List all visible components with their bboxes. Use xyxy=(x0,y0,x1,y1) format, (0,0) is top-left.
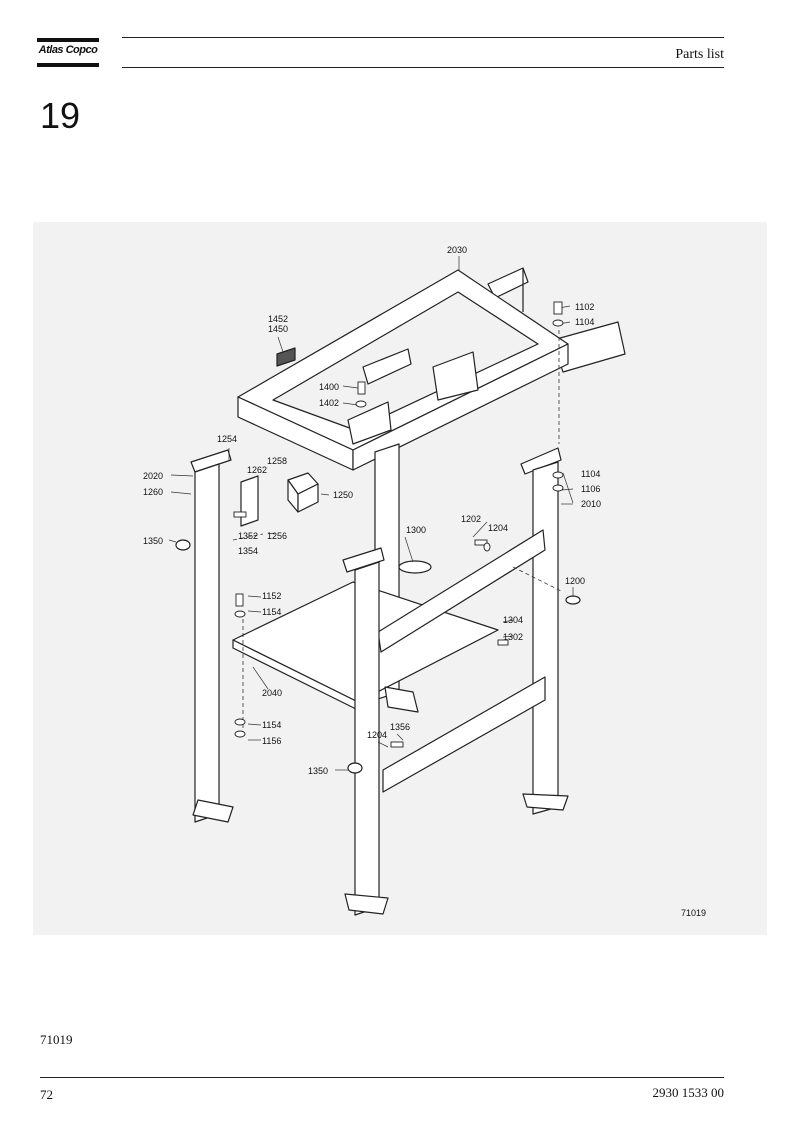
exploded-parts-drawing: 2030 1102 1104 1452 1450 1400 1402 1254 … xyxy=(33,222,767,935)
inner-bracket-2 xyxy=(432,351,479,401)
washer-1106 xyxy=(552,484,564,492)
label-plate-1450 xyxy=(276,347,296,367)
callout-1262: 1262 xyxy=(247,465,267,475)
top-frame-side-face xyxy=(352,343,569,471)
callout-1258: 1258 xyxy=(267,456,287,466)
right-leg-foot xyxy=(522,793,569,811)
callout-1402: 1402 xyxy=(319,398,339,408)
bolt-1356 xyxy=(390,741,404,748)
document-number: 2930 1533 00 xyxy=(652,1085,725,1100)
upper-front-beam xyxy=(377,529,546,653)
callout-labels: 2030 1102 1104 1452 1450 1400 1402 1254 … xyxy=(143,245,706,918)
callout-1154-upper: 1154 xyxy=(262,607,281,617)
drawing-id: 71019 xyxy=(681,908,706,918)
callout-1350-front: 1350 xyxy=(308,766,328,776)
footer-rule xyxy=(40,1077,724,1078)
callout-1104-top: 1104 xyxy=(575,317,594,327)
bolt-1352 xyxy=(233,511,247,518)
fasteners xyxy=(233,301,564,748)
clamp-1350-front xyxy=(347,762,363,774)
washer-1204 xyxy=(483,542,491,552)
callout-1356: 1356 xyxy=(390,722,410,732)
callout-1104-right: 1104 xyxy=(581,469,600,479)
header-rule-top xyxy=(122,37,724,38)
frame-linework xyxy=(175,267,626,916)
callout-2030: 2030 xyxy=(447,245,467,255)
logo-bar-bottom xyxy=(37,63,99,67)
callout-1156: 1156 xyxy=(262,736,281,746)
callout-1302: 1302 xyxy=(503,632,523,642)
bolt-1202 xyxy=(474,539,488,546)
callout-1256: 1256 xyxy=(267,531,287,541)
clamp-1350-left xyxy=(175,539,191,551)
callout-1354: 1354 xyxy=(238,546,258,556)
callout-1260: 1260 xyxy=(143,487,163,497)
lower-bracket xyxy=(384,686,419,713)
callout-1254: 1254 xyxy=(217,434,237,444)
callout-1250: 1250 xyxy=(333,490,353,500)
callout-1450: 1450 xyxy=(268,324,288,334)
washer-1154 xyxy=(234,610,246,618)
right-leg-cap xyxy=(520,447,562,475)
callout-1350-left: 1350 xyxy=(143,536,163,546)
front-leg-cap xyxy=(342,547,385,573)
callout-1304: 1304 xyxy=(503,615,523,625)
parts-drawing-svg: 2030 1102 1104 1452 1450 1400 1402 1254 … xyxy=(143,245,706,918)
chapter-number: 19 xyxy=(40,95,81,136)
callout-2010: 2010 xyxy=(581,499,601,509)
left-leg-foot xyxy=(192,799,234,823)
callout-1452: 1452 xyxy=(268,314,288,324)
callout-1106: 1106 xyxy=(581,484,600,494)
right-leg xyxy=(532,461,559,815)
alignment-lines xyxy=(232,330,564,732)
logo-text: Atlas Copco xyxy=(38,44,98,56)
washer-1104-top xyxy=(552,319,564,327)
bolt-1152 xyxy=(235,593,244,607)
box-1250-side xyxy=(297,483,319,513)
figure-reference: 71019 xyxy=(40,1032,73,1047)
lower-front-beam xyxy=(382,676,546,793)
left-leg xyxy=(194,463,220,823)
callout-1352: 1352 xyxy=(238,531,258,541)
callout-leaders xyxy=(168,256,574,771)
callout-1102: 1102 xyxy=(575,302,594,312)
callout-2020: 2020 xyxy=(143,471,163,481)
callout-1204-lower: 1204 xyxy=(367,730,387,740)
bracket-1262 xyxy=(240,475,259,527)
header-rule-bottom xyxy=(122,67,724,68)
bolt-1302 xyxy=(497,639,509,646)
callout-1200: 1200 xyxy=(565,576,585,586)
inner-bracket-1 xyxy=(362,348,412,385)
clip-1200 xyxy=(565,595,581,605)
washer-1154-lower xyxy=(234,718,246,726)
inner-bracket-3 xyxy=(347,401,392,445)
callout-1400: 1400 xyxy=(319,382,339,392)
callout-1204-upper: 1204 xyxy=(488,523,508,533)
left-leg-cap xyxy=(190,449,232,473)
bolt-1400 xyxy=(357,381,366,395)
section-title: Parts list xyxy=(675,47,724,62)
nut-1156 xyxy=(234,730,246,738)
washer-1402 xyxy=(355,400,367,408)
page-number: 72 xyxy=(40,1087,53,1102)
callout-1202: 1202 xyxy=(461,514,481,524)
logo-bar-top xyxy=(37,38,99,42)
nut-1104 xyxy=(552,471,564,479)
callout-1300: 1300 xyxy=(406,525,426,535)
front-leg-foot xyxy=(344,893,389,915)
bolt-1102 xyxy=(553,301,563,315)
callout-1152: 1152 xyxy=(262,591,281,601)
callout-1154-lower: 1154 xyxy=(262,720,281,730)
callout-2040: 2040 xyxy=(262,688,282,698)
atlas-copco-logo: Atlas Copco xyxy=(37,38,99,68)
clamp-1300 xyxy=(398,560,432,574)
